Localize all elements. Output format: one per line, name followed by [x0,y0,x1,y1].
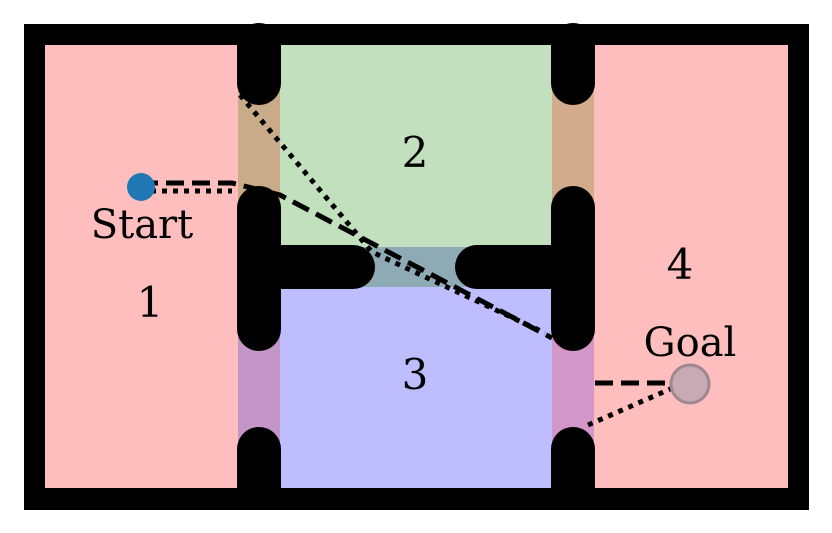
room-2-area [258,45,572,267]
room-1-area [45,45,258,488]
room-3-area [258,267,572,488]
goal-label: Goal [644,320,737,366]
room-1-label: 1 [137,278,164,327]
room-3-label: 3 [402,350,429,399]
goal-marker [669,363,711,405]
room-4-label: 4 [667,240,694,289]
start-marker [127,173,155,201]
room-2-label: 2 [402,128,429,177]
start-label: Start [91,202,194,248]
path-dotted [238,93,547,336]
path-dashed [140,180,554,341]
